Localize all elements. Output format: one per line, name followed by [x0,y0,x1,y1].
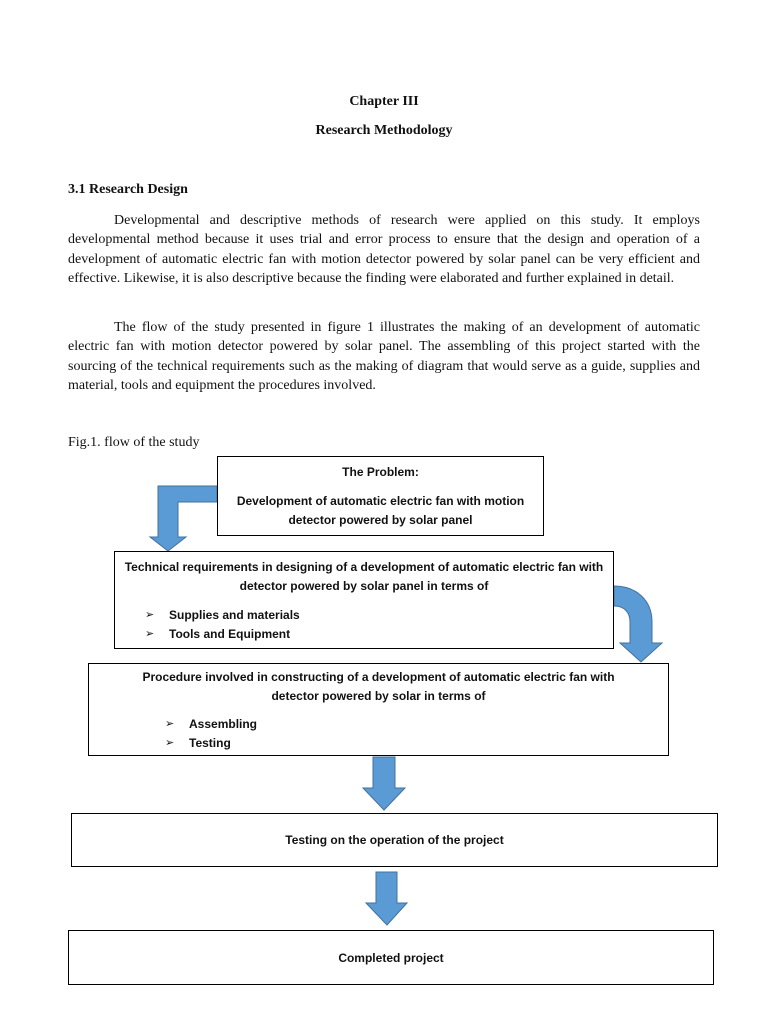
flow-box-completed: Completed project [68,930,714,985]
flow-box-text: Procedure involved in constructing of a … [142,670,615,703]
arrow-bullet-icon: ➢ [145,609,155,621]
list-item-label: Tools and Equipment [169,627,291,641]
down-arrow-icon [361,756,407,811]
bullet-list: ➢ Supplies and materials ➢ Tools and Equip… [145,606,300,644]
list-item: ➢ Assembling [165,715,257,734]
list-item-label: Testing [189,736,231,750]
figure-caption: Fig.1. flow of the study [68,435,200,450]
flow-box-heading: The Problem: [342,465,419,479]
flow-box-problem: The Problem: Development of automatic el… [217,456,544,536]
paragraph-research-design: Developmental and descriptive methods of… [68,213,700,286]
arrow-bullet-icon: ➢ [165,718,175,730]
arrow-bullet-icon: ➢ [165,737,175,749]
down-arrow-icon [364,871,409,926]
list-item-label: Supplies and materials [169,608,300,622]
page-title: Research Methodology [315,123,453,138]
flow-box-text: Completed project [338,951,444,965]
flow-box-text: Testing on the operation of the project [285,833,504,847]
elbow-arrow-left-icon [148,485,218,552]
flow-box-testing: Testing on the operation of the project [71,813,718,867]
flow-box-text: Development of automatic electric fan wi… [236,494,525,527]
bullet-list: ➢ Assembling ➢ Testing [165,715,257,753]
flow-box-text: Technical requirements in designing of a… [124,560,604,593]
section-heading: 3.1 Research Design [68,182,188,197]
list-item: ➢ Supplies and materials [145,606,300,625]
list-item: ➢ Testing [165,734,257,753]
flow-box-technical-requirements: Technical requirements in designing of a… [114,551,614,649]
paragraph-flow-of-study: The flow of the study presented in figur… [68,320,700,393]
chapter-label: Chapter III [349,94,419,109]
flow-box-procedure: Procedure involved in constructing of a … [88,663,669,756]
list-item-label: Assembling [189,717,258,731]
curved-arrow-right-icon [613,585,664,663]
list-item: ➢ Tools and Equipment [145,625,300,644]
arrow-bullet-icon: ➢ [145,628,155,640]
